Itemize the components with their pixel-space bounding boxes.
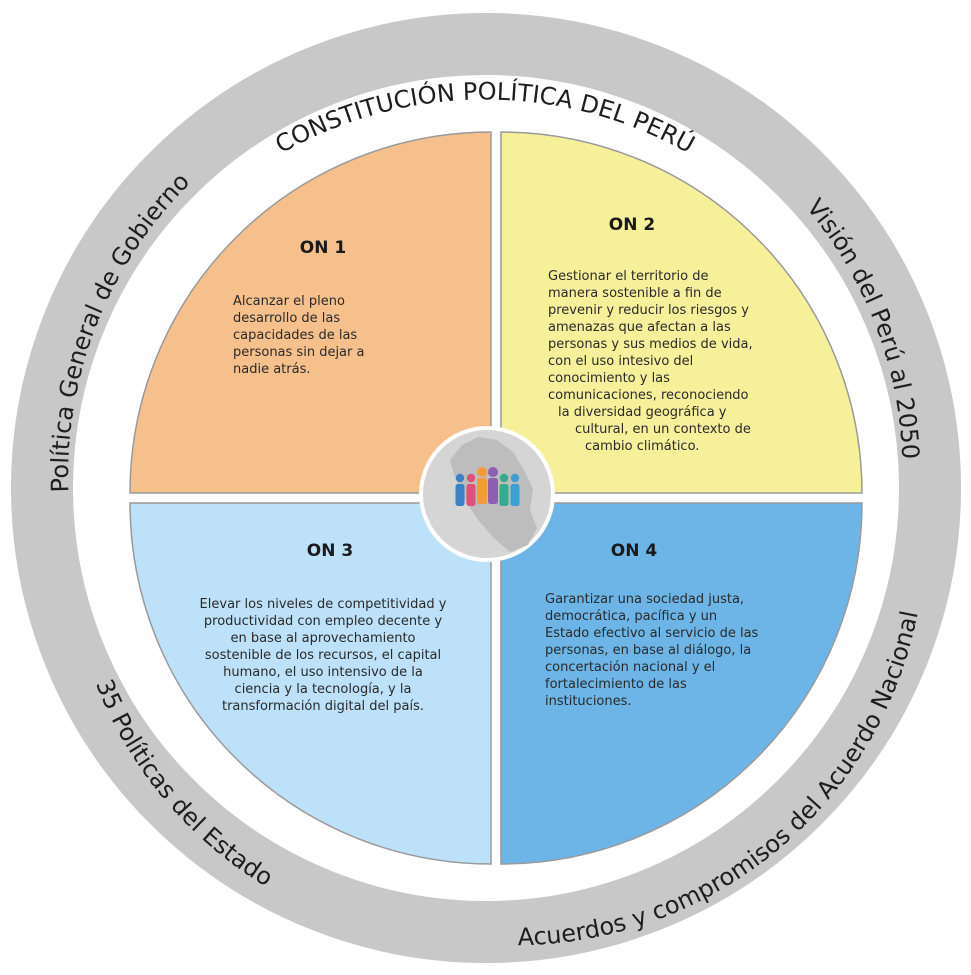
on2-line: manera sostenible a fin de: [548, 286, 722, 301]
on3-line: humano, el uso intensivo de la: [223, 665, 423, 680]
on4-line: instituciones.: [545, 694, 632, 709]
person-body: [510, 484, 520, 506]
on4-line: personas, en base al diálogo, la: [545, 643, 751, 658]
on2-title: ON 2: [609, 215, 655, 235]
on4-line: fortalecimiento de las: [545, 677, 687, 692]
quadrant-on2: [500, 131, 863, 494]
on3-line: transformación digital del país.: [222, 699, 424, 714]
on1-line: nadie atrás.: [233, 362, 310, 377]
on2-line: cultural, en un contexto de: [575, 422, 751, 437]
person-head: [466, 473, 476, 483]
on2-line: prevenir y reducir los riesgos y: [548, 303, 749, 318]
quadrant-on4: [500, 502, 863, 865]
on2-line: conocimiento y las: [548, 371, 670, 386]
person-body: [488, 478, 498, 504]
peru-map-people-icon: [419, 426, 555, 562]
person-head: [499, 473, 509, 483]
person-body: [477, 478, 487, 504]
on2-line: amenazas que afectan a las: [548, 320, 731, 335]
on1-line: desarrollo de las: [233, 311, 340, 326]
outer-ring: [11, 13, 961, 963]
on1-line: Alcanzar el pleno: [233, 294, 345, 309]
on3-line: Elevar los niveles de competitividad y: [200, 597, 447, 612]
on3-line: en base al aprovechamiento: [230, 631, 415, 646]
on4-description: Garantizar una sociedad justa, democrátic…: [545, 592, 759, 709]
on2-line: cambio climático.: [585, 439, 699, 454]
quadrant-on1: [129, 131, 492, 494]
on2-description: Gestionar el territorio de manera sosteni…: [548, 269, 753, 454]
on3-line: sostenible de los recursos, el capital: [205, 648, 441, 663]
on3-line: ciencia y la tecnología, y la: [235, 682, 412, 697]
on3-title: ON 3: [307, 541, 353, 561]
quadrant-on3: [129, 502, 492, 865]
on2-line: Gestionar el territorio de: [548, 269, 708, 284]
on2-line: con el uso intesivo del: [548, 354, 693, 369]
on2-line: personas y sus medios de vida,: [548, 337, 753, 352]
on1-line: capacidades de las: [233, 328, 357, 343]
person-head: [477, 467, 487, 477]
on2-line: la diversidad geográfica y: [558, 405, 727, 420]
on4-line: Garantizar una sociedad justa,: [545, 592, 744, 607]
person-body: [455, 484, 465, 506]
person-head: [510, 473, 520, 483]
person-head: [455, 473, 465, 483]
on1-line: personas sin dejar a: [233, 345, 364, 360]
on4-line: concertación nacional y el: [545, 660, 715, 675]
person-body: [499, 484, 509, 506]
on4-title: ON 4: [611, 541, 658, 561]
on2-line: comunicaciones, reconociendo: [548, 388, 749, 403]
on1-title: ON 1: [300, 238, 346, 258]
person-head: [488, 467, 498, 477]
on3-description: Elevar los niveles de competitividad y pr…: [200, 597, 447, 714]
on3-line: productividad con empleo decente y: [204, 614, 442, 629]
on4-line: democrática, pacífica y un: [545, 609, 717, 624]
people-group: [455, 467, 520, 506]
on4-line: Estado efectivo al servicio de las: [545, 626, 759, 641]
on1-description: Alcanzar el pleno desarrollo de las capaci…: [233, 294, 364, 377]
person-body: [466, 484, 476, 506]
